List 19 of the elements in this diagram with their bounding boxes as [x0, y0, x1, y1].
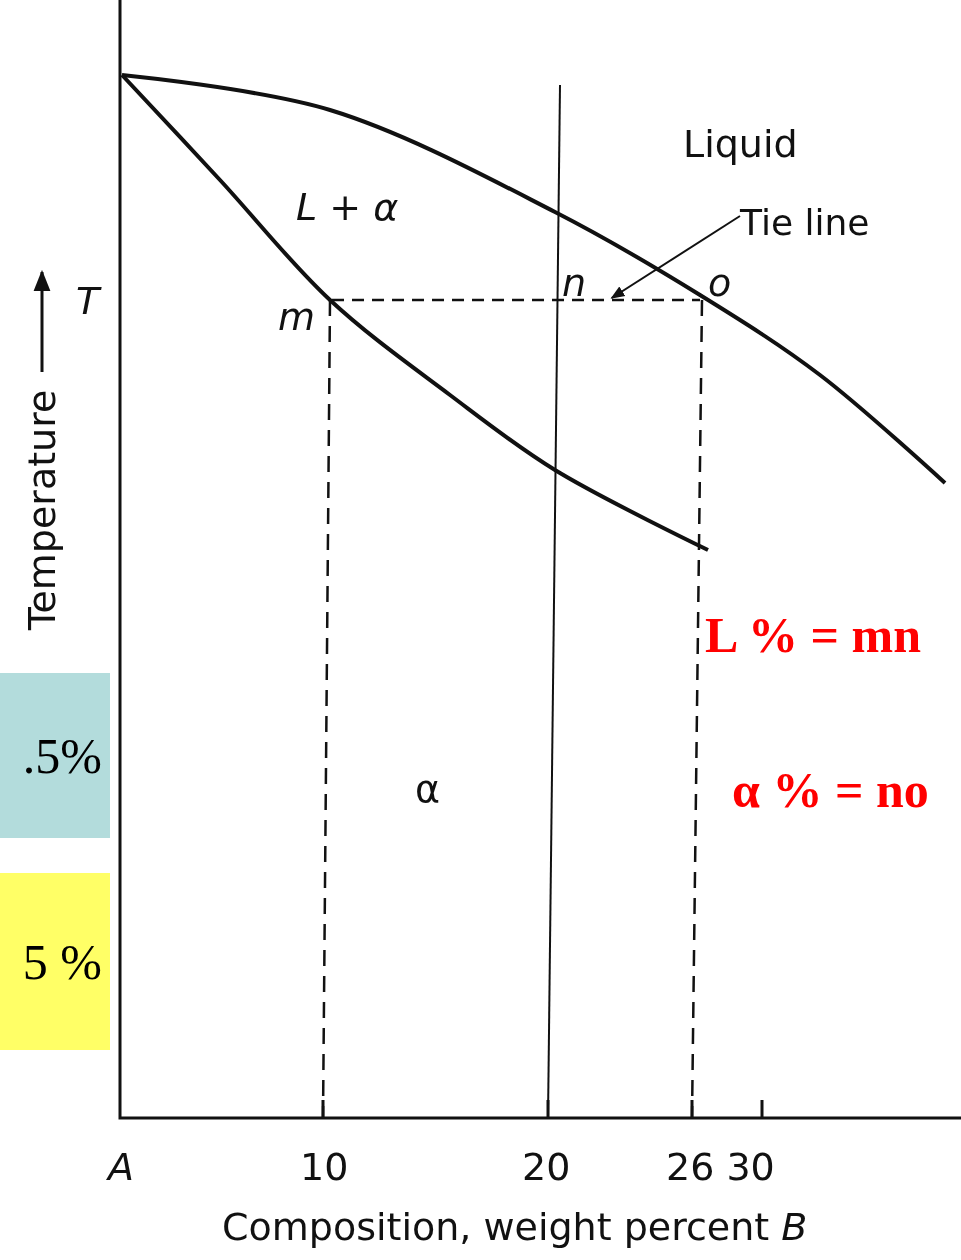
point-label: o	[708, 264, 732, 302]
percentage-box: .5%	[0, 673, 110, 838]
point-label: n	[562, 264, 587, 302]
region-label: Liquid	[683, 125, 798, 163]
leader-line	[610, 215, 741, 299]
region-label: α	[415, 770, 441, 808]
region-label: L + α	[296, 188, 399, 226]
axis-label: A	[108, 1148, 134, 1186]
callout-text: Tie line	[740, 201, 870, 243]
tick-label: 10	[300, 1148, 349, 1186]
formula-text: α % = no	[732, 765, 929, 815]
tick-label: 20	[522, 1148, 571, 1186]
axis-title: Temperature	[23, 389, 61, 631]
point-label: m	[278, 298, 316, 336]
tick-label: 26 30	[666, 1148, 775, 1186]
axis-label: T	[76, 282, 100, 320]
percentage-box: 5 %	[0, 873, 110, 1050]
formula-text: L % = mn	[705, 610, 922, 660]
axis-title: Composition, weight percent B	[222, 1208, 808, 1246]
